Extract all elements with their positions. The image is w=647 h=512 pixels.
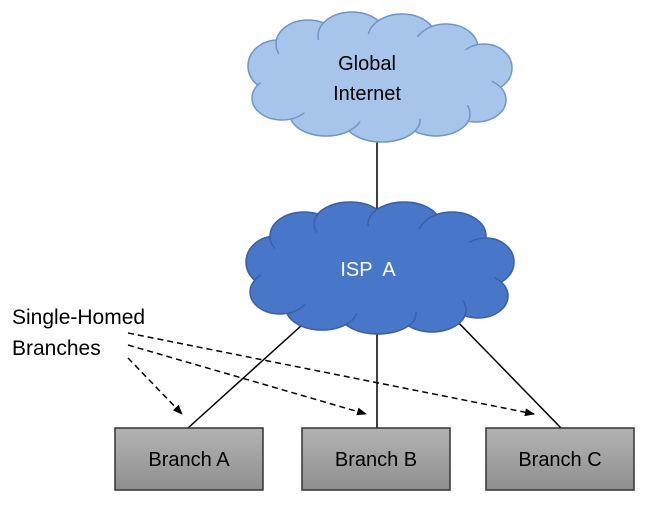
annotation-arrow-branch-c [127,332,535,417]
single-homed-label-line1: Single-Homed [12,306,145,329]
branch-a-label: Branch A [148,449,230,471]
isp-a-label: ISP A [340,259,396,281]
annotation-arrow-branch-b [127,344,367,416]
branch-b-box: Branch B [301,427,451,491]
isp-branch-c-link [451,315,562,429]
global-internet-label-line1: Global [338,53,396,75]
single-homed-label-line2: Branches [12,337,101,360]
annotation-arrow-branch-a [127,357,183,415]
isp-branch-a-link [187,315,313,429]
branch-a-box: Branch A [114,427,264,491]
branch-c-box: Branch C [485,427,635,491]
branch-c-label: Branch C [518,449,601,471]
branch-b-label: Branch B [335,449,417,471]
global-internet-label-line2: Internet [333,83,401,105]
global-internet-cloud: Global Internet [247,11,513,143]
isp-a-cloud: ISP A [245,201,515,335]
